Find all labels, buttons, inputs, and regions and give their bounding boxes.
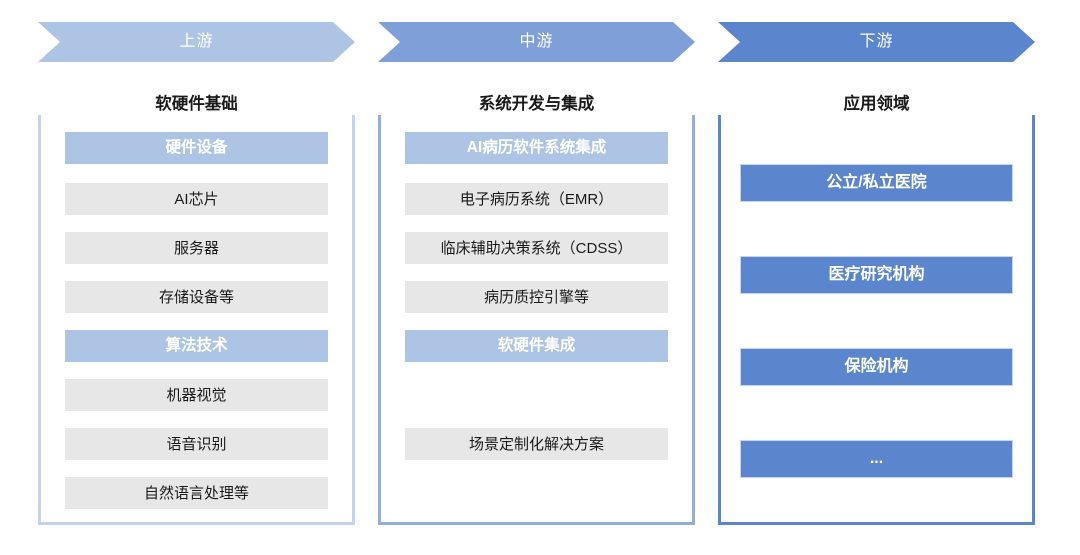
row-label: 公立/私立医院: [826, 174, 927, 191]
row-label: 服务器: [173, 239, 219, 257]
row-label: 语音识别: [166, 435, 227, 453]
row-item-downstream-1[interactable]: 公立/私立医院: [740, 164, 1013, 202]
row-item-upstream-3[interactable]: 服务器: [65, 232, 328, 264]
panel-title-text: 系统开发与集成: [470, 95, 603, 113]
chevron-stage-midstream[interactable]: 中游: [378, 22, 695, 62]
row-item-midstream-7[interactable]: 场景定制化解决方案: [405, 428, 668, 460]
chevron-stage-downstream[interactable]: 下游: [718, 22, 1035, 62]
panel-title-text: 软硬件基础: [147, 95, 246, 113]
row-label: 电子病历系统（EMR）: [459, 190, 614, 208]
row-item-upstream-2[interactable]: AI芯片: [65, 183, 328, 215]
panel-upstream: 软硬件基础 硬件设备 AI芯片服务器存储设备等算法技术机器视觉语音识别自然语言处理…: [38, 93, 355, 525]
row-spacer: [405, 379, 668, 411]
row-label: 临床辅助决策系统（CDSS）: [440, 239, 633, 257]
row-item-upstream-7[interactable]: 语音识别: [65, 428, 328, 460]
chevron-label-downstream: 下游: [859, 33, 894, 50]
panel-downstream: 应用领域 公立/私立医院医疗研究机构保险机构...: [718, 93, 1035, 525]
row-label: 存储设备等: [158, 288, 234, 306]
stage-chevron-band: 上游 中游 下游: [0, 0, 1080, 80]
row-label: 硬件设备: [165, 139, 228, 157]
chevron-label-upstream: 上游: [179, 33, 214, 50]
row-label: 场景定制化解决方案: [468, 435, 604, 453]
row-item-downstream-2[interactable]: 医疗研究机构: [740, 256, 1013, 294]
row-item-upstream-6[interactable]: 机器视觉: [65, 379, 328, 411]
row-label: 病历质控引擎等: [483, 288, 589, 306]
row-label: 保险机构: [844, 358, 909, 375]
row-list-midstream: AI病历软件系统集成电子病历系统（EMR） 临床辅助决策系统（CDSS） 病历质控引…: [378, 104, 695, 525]
row-item-midstream-5[interactable]: 软硬件集成: [405, 330, 668, 362]
row-label: ...: [869, 450, 884, 467]
panel-title-downstream: 应用领域: [718, 93, 1035, 115]
row-label: 医疗研究机构: [828, 266, 925, 283]
row-label: AI芯片: [174, 190, 219, 208]
row-label: AI病历软件系统集成: [466, 139, 607, 157]
row-item-upstream-1[interactable]: 硬件设备: [65, 132, 328, 164]
row-item-midstream-4[interactable]: 病历质控引擎等: [405, 281, 668, 313]
panel-title-text: 应用领域: [835, 95, 918, 113]
row-label: 自然语言处理等: [143, 484, 249, 502]
row-item-midstream-1[interactable]: AI病历软件系统集成: [405, 132, 668, 164]
panel-title-midstream: 系统开发与集成: [378, 93, 695, 115]
row-list-downstream: 公立/私立医院医疗研究机构保险机构...: [718, 104, 1035, 525]
row-item-midstream-3[interactable]: 临床辅助决策系统（CDSS）: [405, 232, 668, 264]
panel-midstream: 系统开发与集成 AI病历软件系统集成电子病历系统（EMR） 临床辅助决策系统（CD…: [378, 93, 695, 525]
row-label: 软硬件集成: [497, 337, 576, 355]
row-item-upstream-4[interactable]: 存储设备等: [65, 281, 328, 313]
panel-title-upstream: 软硬件基础: [38, 93, 355, 115]
row-item-downstream-4[interactable]: ...: [740, 440, 1013, 478]
chevron-label-midstream: 中游: [519, 33, 554, 50]
chevron-stage-upstream[interactable]: 上游: [38, 22, 355, 62]
row-item-upstream-5[interactable]: 算法技术: [65, 330, 328, 362]
row-label: 机器视觉: [166, 386, 227, 404]
row-item-upstream-8[interactable]: 自然语言处理等: [65, 477, 328, 509]
row-label: 算法技术: [165, 337, 228, 355]
row-item-midstream-2[interactable]: 电子病历系统（EMR）: [405, 183, 668, 215]
row-item-downstream-3[interactable]: 保险机构: [740, 348, 1013, 386]
row-list-upstream: 硬件设备 AI芯片服务器存储设备等算法技术机器视觉语音识别自然语言处理等: [38, 104, 355, 525]
